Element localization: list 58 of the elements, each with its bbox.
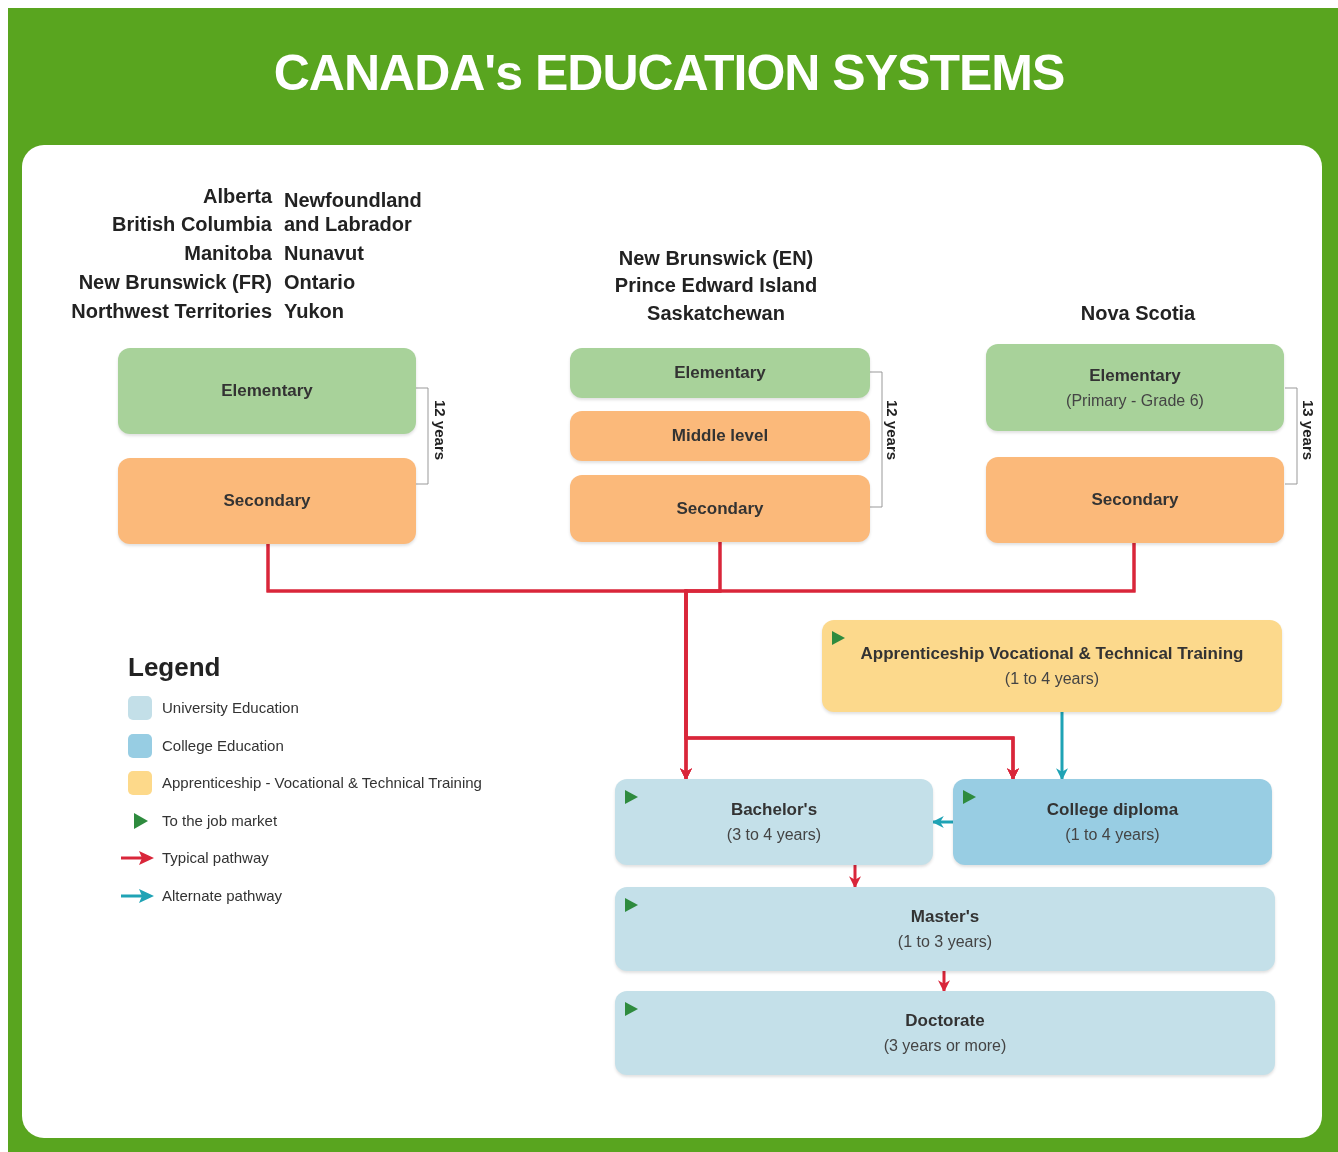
stage-label: Elementary — [1089, 365, 1181, 386]
duration-text: (1 to 3 years) — [897, 933, 993, 951]
stage-label: Secondary — [223, 491, 311, 511]
stage-box — [986, 344, 1284, 431]
stage-box — [822, 620, 1282, 712]
duration-label: 13 years — [1300, 400, 1317, 461]
stage-box — [953, 779, 1272, 865]
duration-text: (1 to 4 years) — [1065, 826, 1160, 844]
province-name: Prince Edward Island — [613, 273, 819, 297]
stage-label: Master's — [910, 907, 980, 927]
stage-label: Elementary — [674, 363, 766, 383]
stage-label: Elementary — [221, 381, 313, 401]
arrow — [938, 971, 950, 993]
arrow — [931, 816, 953, 828]
legend-label: To the job market — [162, 811, 278, 829]
title: CANADA's EDUCATION SYSTEMS — [272, 44, 1066, 102]
legend-label: College Education — [162, 736, 284, 754]
duration-label: 12 years — [432, 400, 449, 461]
legend-label: Apprenticeship - Vocational & Technical Training — [162, 774, 482, 792]
province-name: Nunavut — [284, 241, 364, 265]
province-name: New Brunswick (FR) — [78, 270, 272, 294]
stage-box — [118, 348, 416, 434]
province-name: Saskatchewan — [646, 301, 786, 325]
arrow — [849, 865, 861, 889]
stage-label: College diploma — [1046, 800, 1179, 820]
stage-box — [986, 457, 1284, 543]
stage-box — [118, 458, 416, 544]
province-name: British Columbia — [112, 212, 272, 236]
province-name: Northwest Territories — [71, 299, 272, 323]
stage-box — [615, 779, 933, 865]
stage-box — [615, 887, 1275, 971]
legend-label: University Education — [162, 699, 299, 716]
province-name: Manitoba — [184, 241, 272, 265]
stage-label: Secondary — [1091, 490, 1179, 510]
stage-box — [570, 348, 870, 398]
province-name: New Brunswick (EN) — [617, 246, 815, 270]
stage-box — [615, 991, 1275, 1075]
duration-label: 12 years — [884, 400, 901, 461]
stage-box — [570, 411, 870, 461]
duration-text: (Primary - Grade 6) — [1066, 391, 1204, 410]
province-name: Nova Scotia — [1079, 301, 1197, 325]
stage-label: Doctorate — [905, 1011, 985, 1031]
duration-text: (3 years or more) — [883, 1037, 1007, 1055]
stage-label: Secondary — [676, 498, 764, 519]
province-name: Alberta — [203, 184, 272, 208]
province-name: Newfoundland and Labrador — [284, 188, 423, 236]
province-name: Yukon — [284, 299, 344, 323]
arrow — [1056, 712, 1068, 781]
stage-label: Middle level — [671, 426, 769, 446]
province-name: Ontario — [284, 270, 356, 294]
stage-label: Bachelor's — [730, 800, 818, 820]
stage-box — [570, 475, 870, 542]
legend-title: Legend — [128, 652, 221, 682]
stage-label: Apprenticeship Vocational & Technical Training — [860, 644, 1244, 664]
legend-label: Alternate pathway — [162, 887, 283, 904]
duration-text: (1 to 4 years) — [1004, 670, 1100, 688]
duration-text: (3 to 4 years) — [726, 826, 822, 844]
legend-label: Typical pathway — [162, 849, 269, 867]
